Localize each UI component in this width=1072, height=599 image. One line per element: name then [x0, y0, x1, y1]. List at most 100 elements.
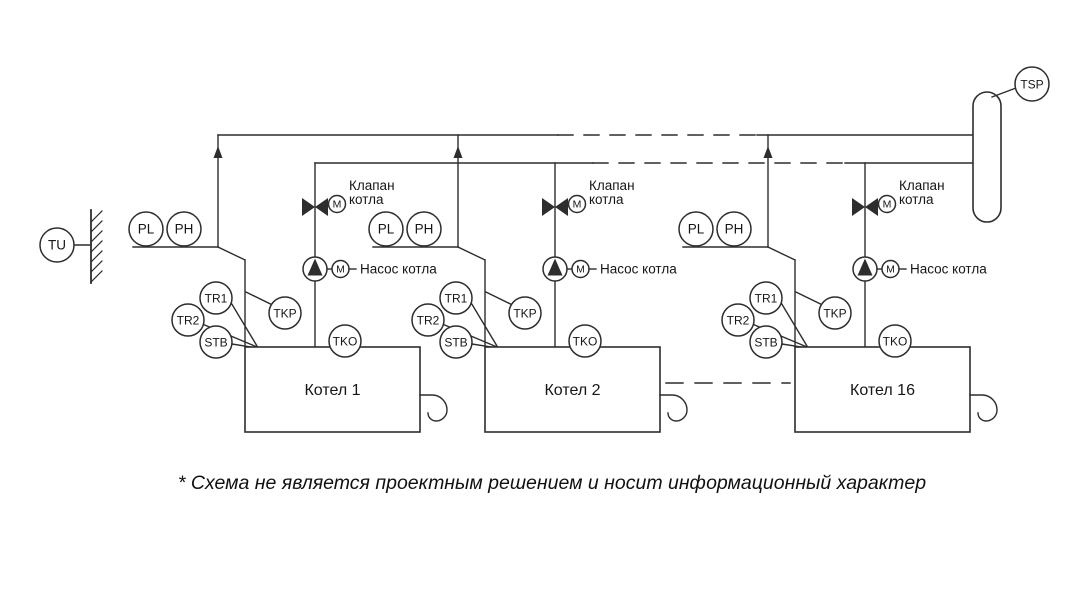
pump-motor-label: M [336, 264, 345, 276]
pl-sensor-circle [128, 211, 164, 247]
tr1-sensor-circle [749, 281, 783, 315]
ph-sensor-circle [406, 211, 442, 247]
pump-icon [307, 258, 323, 276]
tkp-sensor-circle [818, 296, 852, 330]
boiler-body [244, 346, 421, 433]
boiler-valve: M Клапан котла [542, 178, 635, 216]
stb-sensor-label: STB [204, 336, 227, 350]
tkp-sensor-label: TKP [513, 307, 536, 321]
valve-label-line2: котла [589, 192, 624, 207]
pipe-elbow [457, 246, 486, 261]
boiler-label: Котел 16 [850, 382, 915, 399]
pl-sensor-label: PL [688, 222, 705, 237]
boiler-valve: M Клапан котла [302, 178, 395, 216]
tr2-sensor-label: TR2 [177, 314, 200, 328]
tr2-sensor-circle [411, 303, 445, 337]
flow-arrow-up-icon [763, 146, 773, 158]
pipe-elbow [767, 246, 796, 261]
pl-sensor-circle [678, 211, 714, 247]
tr2-sensor-label: TR2 [727, 314, 750, 328]
tr1-sensor-label: TR1 [755, 292, 778, 306]
tko-sensor-circle [568, 324, 602, 358]
valve-icon [852, 198, 865, 216]
stb-sensor-circle [439, 325, 473, 359]
boiler-body [794, 346, 971, 433]
pump-label: Насос котла [360, 262, 437, 277]
tsp-sensor-lead [991, 87, 1017, 98]
wall-hatch-icon [90, 210, 103, 283]
valve-motor-circle [567, 194, 587, 214]
tr2-sensor-circle [721, 303, 755, 337]
disclaimer-note: * Схема не является проектным решением и… [178, 472, 926, 494]
boiler-pump: M Насос котла [852, 256, 987, 282]
pump-label: Насос котла [600, 262, 677, 277]
tkp-sensor-lead [485, 291, 514, 306]
boiler-flue-icon [969, 394, 998, 422]
tkp-sensor-label: TKP [823, 307, 846, 321]
boiler-flue-icon [419, 394, 448, 422]
stb-sensor-label: STB [754, 336, 777, 350]
tr1-sensor-lead [780, 302, 808, 347]
boiler-group-2: Котел 2 PL PH TR1 TR2 STB TKP TKO M Клап… [368, 134, 688, 433]
stb-sensor-circle [199, 325, 233, 359]
valve-motor-label: M [573, 199, 582, 211]
tu-sensor-circle [39, 227, 75, 263]
ph-sensor-label: PH [175, 222, 194, 237]
valve-icon [865, 198, 878, 216]
boiler-valve: M Клапан котла [852, 178, 945, 216]
tsp-sensor-circle [1014, 66, 1050, 102]
stb-sensor-label: STB [444, 336, 467, 350]
flow-arrow-up-icon [213, 146, 223, 158]
tkp-sensor-label: TKP [273, 307, 296, 321]
boiler-group-3: Котел 16 PL PH TR1 TR2 STB TKP TKO M Кла… [678, 134, 998, 433]
stb-sensor-circle [749, 325, 783, 359]
boiler-group-1: Котел 1 PL PH TR1 TR2 STB TKP TKO M Клап… [128, 134, 448, 433]
pump-icon [547, 258, 563, 276]
separator-vessel [972, 91, 1002, 223]
valve-motor-label: M [883, 199, 892, 211]
ph-sensor-label: PH [725, 222, 744, 237]
tkp-sensor-circle [508, 296, 542, 330]
valve-icon [542, 198, 555, 216]
pipe-elbow [217, 246, 246, 261]
pl-sensor-label: PL [378, 222, 395, 237]
tko-sensor-label: TKO [883, 335, 908, 349]
ph-sensor-circle [716, 211, 752, 247]
valve-label-line2: котла [899, 192, 934, 207]
tkp-sensor-circle [268, 296, 302, 330]
valve-motor-circle [327, 194, 347, 214]
valve-motor-circle [877, 194, 897, 214]
flow-arrow-up-icon [453, 146, 463, 158]
tko-sensor-circle [328, 324, 362, 358]
pump-motor-label: M [886, 264, 895, 276]
hydraulic-separator: TSP [972, 66, 1050, 223]
tr1-sensor-lead [470, 302, 498, 347]
pump-label: Насос котла [910, 262, 987, 277]
tu-sensor-label: TU [48, 238, 66, 253]
tr1-sensor-label: TR1 [445, 292, 468, 306]
tr1-sensor-circle [439, 281, 473, 315]
boiler-pump: M Насос котла [302, 256, 437, 282]
ph-sensor-circle [166, 211, 202, 247]
tr1-sensor-lead [230, 302, 258, 347]
boiler-flue-icon [659, 394, 688, 422]
valve-motor-label: M [333, 199, 342, 211]
tkp-sensor-lead [795, 291, 824, 306]
pump-motor-label: M [576, 264, 585, 276]
boiler-label: Котел 2 [544, 382, 600, 399]
tr1-sensor-label: TR1 [205, 292, 228, 306]
valve-icon [555, 198, 568, 216]
ph-sensor-label: PH [415, 222, 434, 237]
pump-icon [857, 258, 873, 276]
valve-icon [302, 198, 315, 216]
tko-sensor-label: TKO [333, 335, 358, 349]
tsp-sensor-label: TSP [1020, 78, 1043, 92]
tr2-sensor-circle [171, 303, 205, 337]
valve-icon [315, 198, 328, 216]
boiler-pump: M Насос котла [542, 256, 677, 282]
valve-label-line1: Клапан [899, 178, 945, 193]
tko-sensor-label: TKO [573, 335, 598, 349]
tr1-sensor-circle [199, 281, 233, 315]
